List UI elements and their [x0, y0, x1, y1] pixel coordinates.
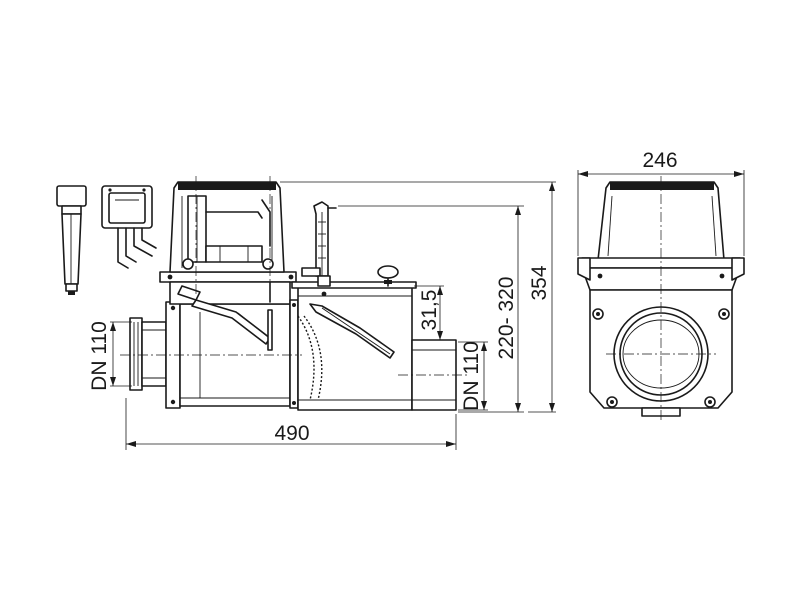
dim-length: 490 [274, 422, 309, 445]
probe-sensor-accessory [56, 185, 87, 295]
dim-height-range: 220- 320 [495, 277, 518, 360]
dimension-lines-front [577, 170, 745, 256]
valve-front-view [577, 176, 745, 420]
dim-offset: 31,5 [418, 290, 441, 331]
control-box-accessory [101, 185, 157, 269]
dim-height-total: 354 [528, 265, 551, 300]
dim-inlet-diameter: DN 110 [88, 321, 111, 391]
valve-side-view [120, 176, 470, 411]
dimension-lines-side [110, 181, 556, 450]
dim-outlet-diameter: DN 110 [460, 341, 483, 411]
dim-width-front: 246 [642, 149, 677, 172]
